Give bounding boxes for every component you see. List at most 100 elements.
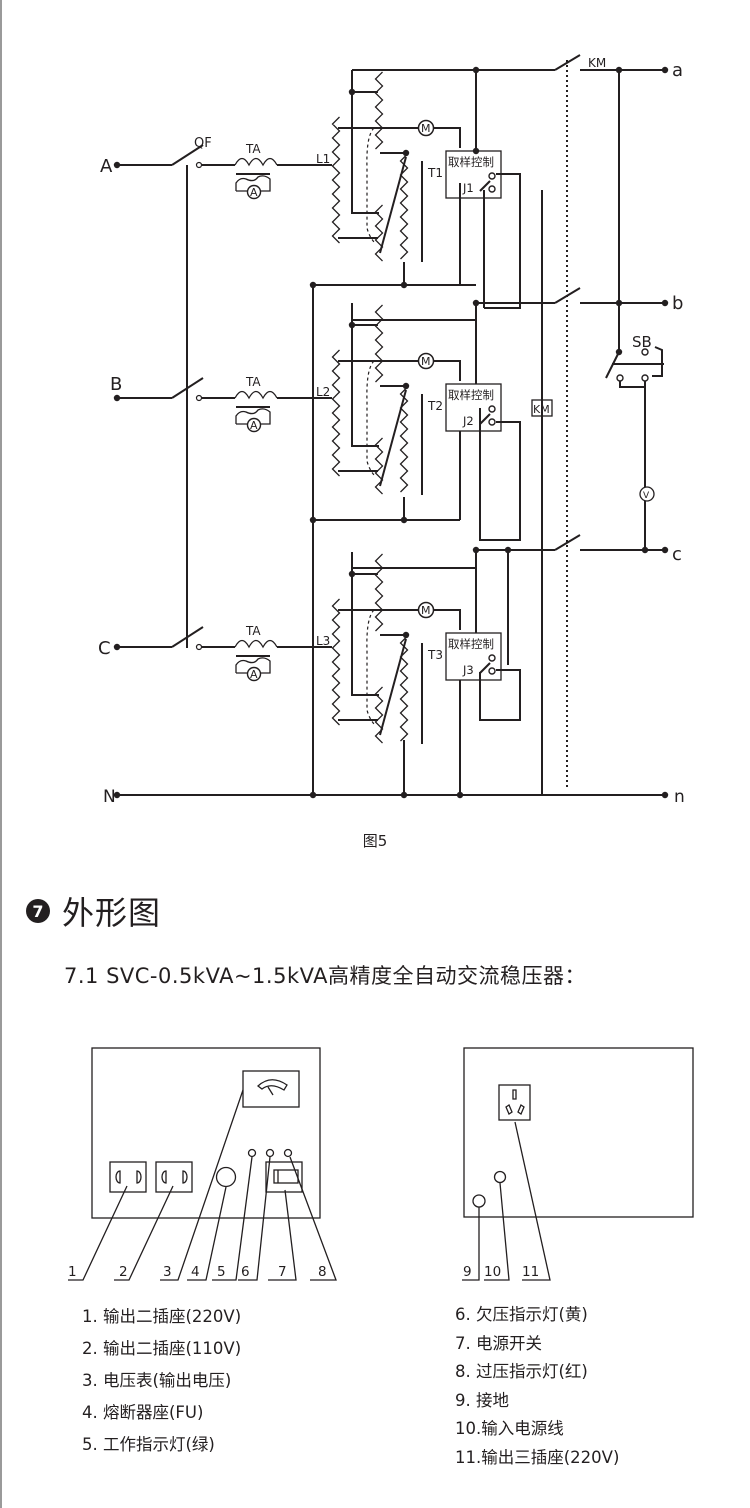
- brush-link: [366, 360, 375, 476]
- output-label-a: a: [672, 60, 683, 81]
- legend-left: 1. 输出二插座(220V) 2. 输出二插座(110V) 3. 电压表(输出电…: [82, 1301, 241, 1461]
- breaker-terminal: [195, 643, 203, 651]
- input-label-c: C: [98, 638, 111, 659]
- figure-caption: 图5: [362, 832, 388, 850]
- input-label-n: N: [103, 787, 116, 807]
- inductor-label: L2: [316, 385, 330, 399]
- fuse-holder-icon: [215, 1166, 237, 1188]
- legend-item: 11.输出三插座(220V): [455, 1447, 620, 1467]
- junction-dot: [456, 791, 464, 799]
- legend-right: 6. 欠压指示灯(黄) 7. 电源开关 8. 过压指示灯(红) 9. 接地 10…: [455, 1301, 619, 1472]
- relay-contact: [488, 405, 496, 413]
- motor-lead: [434, 609, 461, 630]
- callout-2: 2: [119, 1264, 128, 1280]
- relay-switch: [479, 180, 491, 192]
- callout-1: 1: [68, 1264, 77, 1280]
- ground-terminal-icon: [472, 1194, 486, 1208]
- contactor-km-contact: [554, 534, 581, 551]
- output-terminal: [661, 66, 669, 74]
- outlet-three-pin-frame: [498, 1084, 531, 1121]
- breaker-terminal: [195, 394, 203, 402]
- switch-sb-label: SB: [632, 333, 652, 351]
- ammeter-icon: [246, 417, 262, 433]
- junction-dot: [309, 791, 317, 799]
- outlet-110v-frame: [155, 1161, 193, 1193]
- regulating-coil: [374, 304, 384, 383]
- relay-contact: [488, 185, 496, 193]
- ammeter-icon: [246, 666, 262, 682]
- legend-item: 10.输入电源线: [455, 1419, 564, 1438]
- contactor-km-contact: [554, 54, 581, 71]
- brush-link: [366, 127, 375, 243]
- wire: [379, 156, 407, 254]
- wire: [351, 552, 379, 696]
- output-label-b: b: [672, 293, 683, 314]
- inductor-coil: [331, 349, 341, 477]
- rail: [351, 319, 476, 325]
- ta-label: TA: [245, 624, 261, 638]
- sampling-control-label: 取样控制: [448, 155, 494, 169]
- input-label-a: A: [100, 156, 113, 177]
- ammeter-icon: [246, 184, 262, 200]
- motor-symbol: M: [421, 122, 431, 135]
- contact-terminal: [641, 374, 649, 382]
- callout-6: 6: [241, 1264, 250, 1280]
- ta-label: TA: [245, 375, 261, 389]
- sampling-control-box: [445, 632, 502, 681]
- page-border: [0, 0, 2, 1508]
- relay-contact: [488, 654, 496, 662]
- callout-4: 4: [191, 1264, 200, 1280]
- output-terminal: [661, 299, 669, 307]
- legend-item: 4. 熔断器座(FU): [82, 1403, 204, 1422]
- power-switch-rocker: [273, 1169, 299, 1184]
- indicator-red-icon: [283, 1148, 293, 1158]
- motor-symbol: M: [421, 604, 431, 617]
- ammeter-symbol: A: [250, 186, 258, 199]
- ammeter-loop: [235, 657, 271, 674]
- wire: [379, 389, 407, 487]
- transformer-winding: [399, 635, 409, 742]
- outlet-110v-pins: [161, 1170, 188, 1184]
- callout-11: 11: [522, 1264, 539, 1280]
- regulating-coil: [374, 686, 384, 744]
- relay-contact: [488, 172, 496, 180]
- front-leader-lines: [68, 1089, 337, 1281]
- legend-item: 9. 接地: [455, 1390, 509, 1410]
- relay-switch: [479, 413, 491, 425]
- transformer-label: T3: [427, 648, 443, 662]
- indicator-yellow-icon: [265, 1148, 275, 1158]
- phase-1-circuit: TA A L1 T1 M 取样控制 J1: [245, 122, 494, 199]
- input-cable-port: [493, 1170, 507, 1184]
- output-terminal: [661, 791, 669, 799]
- legend-item: 7. 电源开关: [455, 1333, 542, 1353]
- relay-label: J1: [462, 181, 474, 195]
- relay-switch: [479, 662, 491, 674]
- ammeter-symbol: A: [250, 668, 258, 681]
- wire: [351, 303, 379, 447]
- callout-10: 10: [484, 1264, 501, 1280]
- back-panel: [463, 1047, 694, 1218]
- sb-lead: [619, 381, 645, 388]
- phase-3-circuit: TA A L3 T3 M 取样控制 J3: [245, 604, 494, 681]
- meter-needle-icon: [256, 1079, 288, 1096]
- relay-label: J2: [462, 414, 474, 428]
- inductor-coil: [331, 116, 341, 244]
- output-terminal: [661, 546, 669, 554]
- circuit-diagram: A B C N a b c n QF KM KM SB TA A L1 T1 M…: [98, 54, 685, 807]
- outlet-220v-pins: [115, 1170, 142, 1184]
- transformer-label: T1: [427, 166, 443, 180]
- voltmeter-window: [242, 1070, 300, 1108]
- wire: [379, 638, 407, 736]
- motor-lead: [434, 360, 461, 381]
- legend-item: 8. 过压指示灯(红): [455, 1362, 588, 1381]
- section-number-badge: 7: [26, 899, 50, 923]
- callout-9: 9: [463, 1264, 472, 1280]
- sampling-control-label: 取样控制: [448, 637, 494, 651]
- motor-icon: [417, 601, 435, 619]
- transformer-winding: [399, 153, 409, 260]
- relay-lead: [479, 669, 521, 721]
- voltmeter-symbol: V: [643, 491, 650, 501]
- legend-item: 2. 输出二插座(110V): [82, 1339, 242, 1358]
- callout-8: 8: [318, 1264, 327, 1280]
- rail: [351, 567, 476, 572]
